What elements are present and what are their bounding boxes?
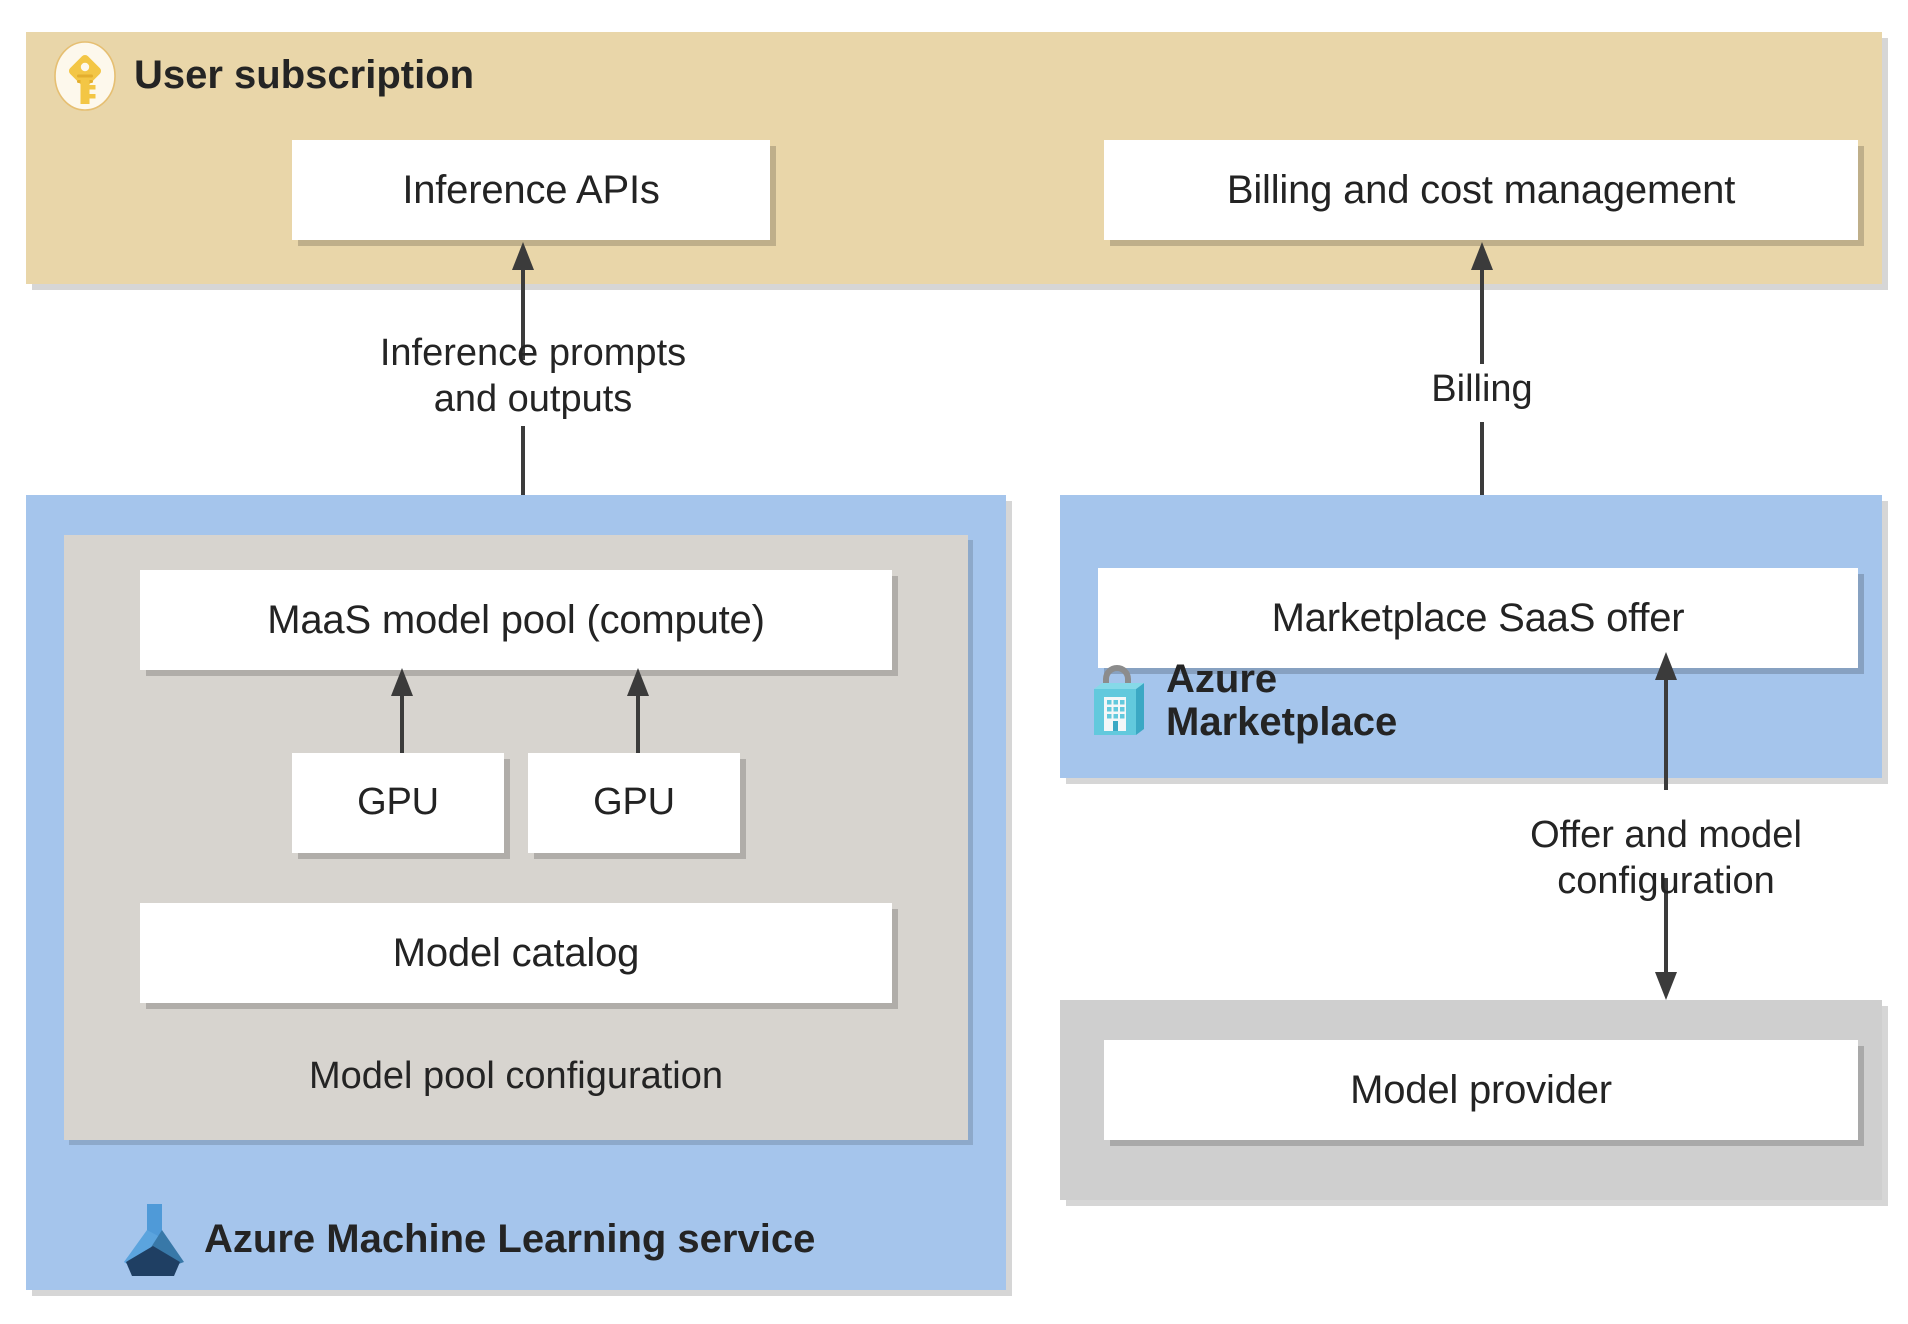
node-marketplace-saas-offer[interactable]: Marketplace SaaS offer — [1098, 568, 1858, 668]
node-gpu-2[interactable]: GPU — [528, 753, 740, 853]
node-marketplace-saas-offer-label: Marketplace SaaS offer — [1271, 596, 1685, 640]
node-model-provider[interactable]: Model provider — [1104, 1040, 1858, 1140]
key-icon — [52, 38, 118, 114]
azure-marketplace-label-line-2: Marketplace — [1166, 700, 1398, 745]
node-inference-apis[interactable]: Inference APIs — [292, 140, 770, 240]
node-maas-model-pool[interactable]: MaaS model pool (compute) — [140, 570, 892, 670]
node-model-catalog-label: Model catalog — [392, 931, 640, 975]
node-billing-and-cost-management[interactable]: Billing and cost management — [1104, 140, 1858, 240]
node-gpu-1-label: GPU — [357, 781, 439, 824]
node-model-catalog[interactable]: Model catalog — [140, 903, 892, 1003]
azure-machine-learning-caption: Azure Machine Learning service — [118, 1200, 815, 1280]
node-gpu-2-label: GPU — [593, 781, 675, 824]
edge-label-offer-config-flow: Offer and model configuration — [1530, 814, 1802, 903]
connector-gpu-1-to-pool — [382, 666, 422, 758]
edge-label-billing-flow: Billing — [1431, 368, 1533, 410]
azure-marketplace-caption: Azure Marketplace — [1086, 657, 1398, 745]
user-subscription-caption: User subscription — [52, 38, 474, 114]
azure-marketplace-icon — [1086, 663, 1150, 739]
node-billing-and-cost-management-label: Billing and cost management — [1226, 168, 1736, 212]
connector-offer-config-flow — [1640, 650, 1700, 1000]
user-subscription-label: User subscription — [134, 53, 475, 98]
connector-gpu-2-to-pool — [618, 666, 658, 758]
azure-marketplace-label-line-1: Azure — [1166, 657, 1278, 701]
edge-label-inference-flow: Inference prompts and outputs — [379, 332, 687, 421]
node-model-provider-label: Model provider — [1350, 1068, 1612, 1112]
node-maas-model-pool-label: MaaS model pool (compute) — [267, 598, 765, 642]
azure-machine-learning-label: Azure Machine Learning service — [204, 1217, 816, 1262]
node-inference-apis-label: Inference APIs — [402, 168, 660, 212]
node-gpu-1[interactable]: GPU — [292, 753, 504, 853]
model-pool-configuration-label: Model pool configuration — [308, 1055, 724, 1097]
azure-machine-learning-icon — [118, 1200, 188, 1280]
